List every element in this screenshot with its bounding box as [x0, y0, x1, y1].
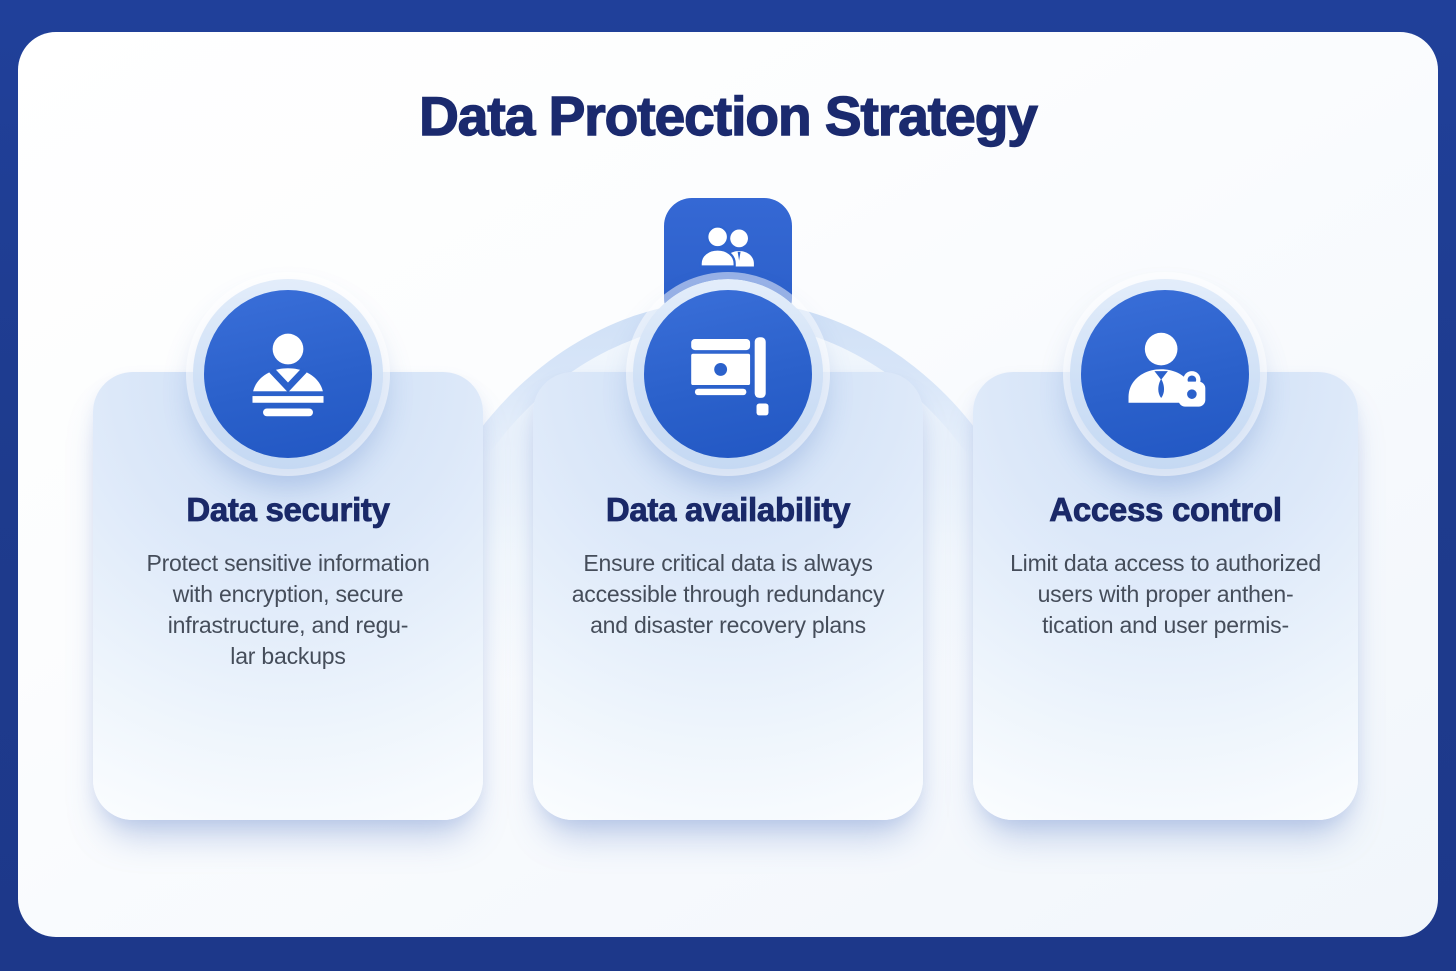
card-title: Data availability [605, 491, 851, 529]
card-description: Limit data access to authorized users wi… [1010, 550, 1321, 638]
team-icon [691, 198, 765, 281]
card-description: Protect sensitive information with encry… [146, 550, 430, 669]
user-lock-icon [1081, 290, 1249, 458]
card-title: Access control [1049, 491, 1283, 529]
card-title: Data security [186, 491, 390, 529]
medallion-data-availability [633, 279, 823, 469]
storage-archive-icon [644, 290, 812, 458]
medallion-data-security [193, 279, 383, 469]
user-person-icon [204, 290, 372, 458]
card-data-availability: Data availability Ensure critical data i… [533, 372, 923, 820]
medallion-access-control [1070, 279, 1260, 469]
card-description: Ensure critical data is always accessibl… [571, 550, 885, 638]
page-title: Data Protection Strategy [418, 84, 1038, 147]
